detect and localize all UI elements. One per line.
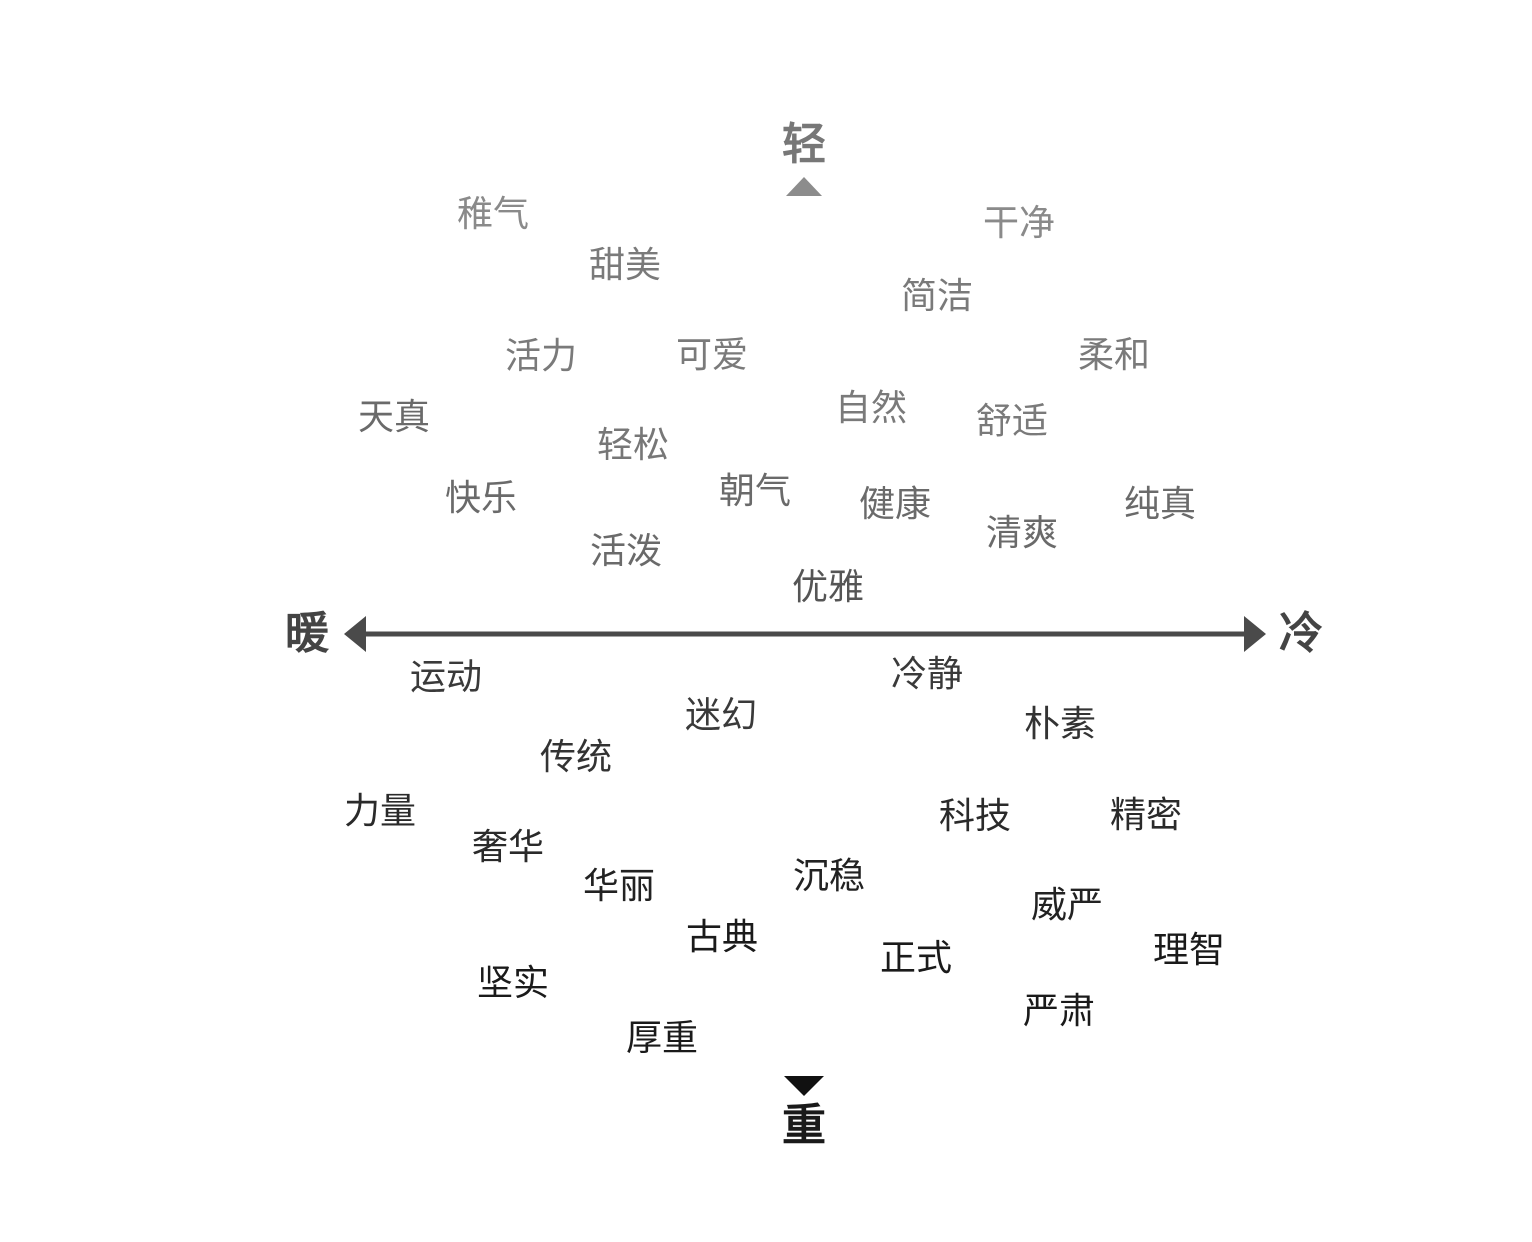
axis-label-heavy: 重 <box>782 1100 826 1151</box>
axis-label-warm: 暖 <box>285 608 329 659</box>
word-zhaoqi: 朝气 <box>718 471 792 512</box>
word-lengjing: 冷静 <box>890 654 964 695</box>
word-huoli: 活力 <box>504 336 578 377</box>
word-ziran: 自然 <box>834 388 908 429</box>
word-ganjing: 干净 <box>982 203 1056 244</box>
right-arrowhead <box>1244 616 1266 652</box>
word-qingshuang: 清爽 <box>985 513 1059 554</box>
word-jianshi: 坚实 <box>476 963 550 1004</box>
word-youya: 优雅 <box>791 567 865 608</box>
word-huali: 华丽 <box>582 866 656 907</box>
word-huopo: 活泼 <box>589 531 663 572</box>
bottom-arrowhead <box>784 1076 824 1096</box>
word-chuantong: 传统 <box>539 737 613 778</box>
word-gudian: 古典 <box>685 917 759 958</box>
word-jingmi: 精密 <box>1109 795 1183 836</box>
word-zhengshi: 正式 <box>879 938 953 979</box>
word-zhiqi: 稚气 <box>456 194 530 235</box>
word-liliang: 力量 <box>343 791 417 832</box>
word-yundong: 运动 <box>409 657 483 698</box>
word-mihuan: 迷幻 <box>684 695 758 736</box>
word-keai: 可爱 <box>675 335 749 376</box>
word-qingsong: 轻松 <box>596 425 670 466</box>
word-jianjie: 简洁 <box>900 276 974 317</box>
word-shushi: 舒适 <box>975 401 1049 442</box>
word-tianzhen: 天真 <box>357 397 431 438</box>
left-arrowhead <box>344 616 366 652</box>
word-weiyan: 威严 <box>1030 885 1104 926</box>
word-kuaile: 快乐 <box>444 478 518 519</box>
top-arrowhead <box>786 177 822 196</box>
word-lizhi: 理智 <box>1152 930 1226 971</box>
word-chunzhen: 纯真 <box>1123 484 1197 525</box>
word-keji: 科技 <box>938 796 1012 837</box>
word-houzhong: 厚重 <box>625 1018 699 1059</box>
word-jiankang: 健康 <box>858 484 932 525</box>
word-rouhe: 柔和 <box>1077 335 1151 376</box>
word-shehua: 奢华 <box>471 827 545 868</box>
word-yansu: 严肃 <box>1022 991 1096 1032</box>
word-tianmei: 甜美 <box>588 245 662 286</box>
axis-label-light: 轻 <box>782 119 826 170</box>
word-pusu: 朴素 <box>1023 704 1097 745</box>
axis-label-cold: 冷 <box>1279 608 1323 659</box>
word-chenwen: 沉稳 <box>792 856 866 897</box>
